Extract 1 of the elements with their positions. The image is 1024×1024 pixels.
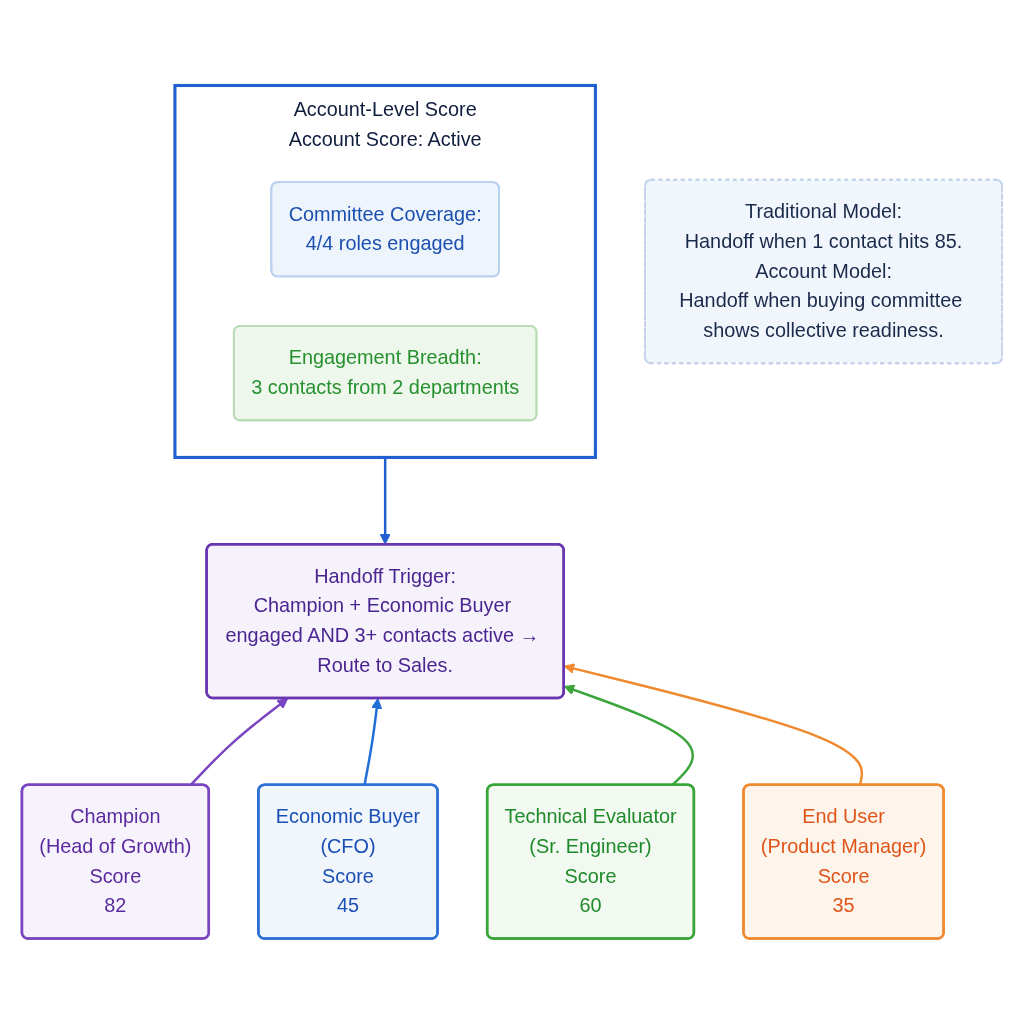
arrow [379, 457, 391, 545]
